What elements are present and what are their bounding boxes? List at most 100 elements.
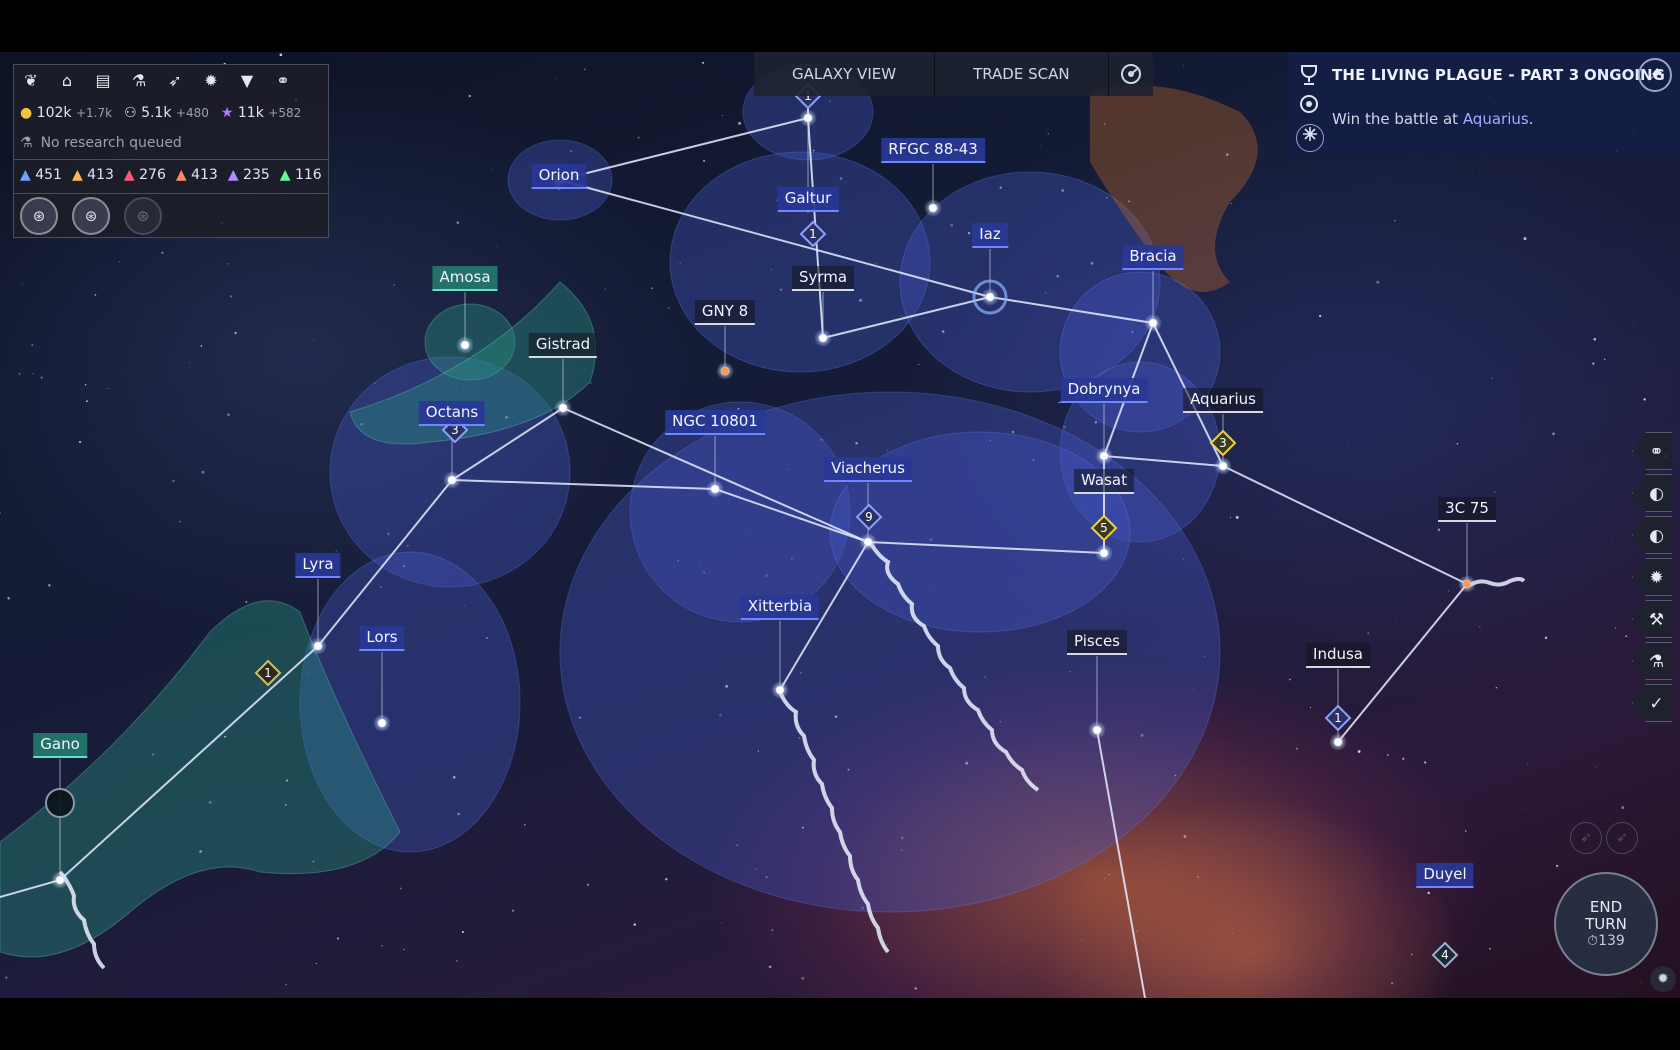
quest-title: THE LIVING PLAGUE - PART 3	[1332, 66, 1580, 84]
government-icon[interactable]: ⌂	[61, 71, 73, 90]
lane-aquarius-c75	[1222, 465, 1468, 585]
alerts-side-button[interactable]: ◐	[1632, 516, 1672, 554]
strategic-resource-1[interactable]: ▲ 451	[20, 167, 62, 183]
system-label-syrma[interactable]: Syrma	[791, 266, 855, 291]
influence-stat[interactable]: ★ 11k +582	[221, 105, 301, 121]
pin-icon	[1648, 68, 1662, 82]
dust-stat[interactable]: ● 102k +1.7k	[20, 105, 112, 121]
hero-slot-2[interactable]: ⊛	[72, 197, 110, 235]
crystal-icon: ▲	[20, 167, 31, 183]
lane-dobrynya-aquarius	[1103, 455, 1224, 467]
fleet-shortcut-left[interactable]: ➶	[1570, 822, 1602, 854]
end-turn-button[interactable]: END TURN ⏱139	[1554, 872, 1658, 976]
system-label-octans[interactable]: Octans	[418, 401, 486, 426]
system-label-orion[interactable]: Orion	[531, 164, 587, 189]
alert-icon: ◐	[1649, 526, 1664, 546]
gear-icon: ✹	[1657, 971, 1669, 987]
population-icon: ⚇	[124, 105, 137, 121]
system-label-galtur[interactable]: Galtur	[777, 187, 839, 212]
star-c75	[1462, 579, 1472, 589]
gear-icon: ✹	[1649, 568, 1664, 588]
scan-toggle-button[interactable]	[1109, 52, 1153, 96]
fleet-count-viacherus: 9	[865, 510, 873, 524]
strategic-resource-2[interactable]: ▲ 413	[72, 167, 114, 183]
flask-icon: ⚗	[20, 135, 33, 151]
population-value: 5.1k	[141, 105, 172, 121]
system-label-gano[interactable]: Gano	[33, 733, 87, 758]
hero-slot-3[interactable]: ⊛	[124, 197, 162, 235]
system-label-rfgc[interactable]: RFGC 88-43	[881, 138, 985, 163]
system-label-viacherus[interactable]: Viacherus	[824, 457, 912, 482]
star-ngc	[710, 484, 720, 494]
system-label-amosa[interactable]: Amosa	[432, 266, 498, 291]
blue-empire-territory	[299, 63, 1221, 913]
strategic-resource-value: 235	[238, 167, 270, 183]
strategic-resource-6[interactable]: ▲ 116	[280, 167, 322, 183]
fleet-shortcut-right[interactable]: ➶	[1606, 822, 1638, 854]
star-wasat	[1099, 548, 1109, 558]
system-label-aquarius[interactable]: Aquarius	[1183, 388, 1263, 413]
system-label-duyel[interactable]: Duyel	[1416, 863, 1474, 888]
outpost-marker	[45, 788, 75, 818]
quest-tracker[interactable]: THE LIVING PLAGUE - PART 3 ONGOING Win t…	[1288, 52, 1680, 156]
quests-icon[interactable]: ▼	[240, 71, 254, 90]
system-label-wasat[interactable]: Wasat	[1074, 469, 1134, 494]
system-label-indusa[interactable]: Indusa	[1306, 643, 1370, 668]
system-label-iaz[interactable]: Iaz	[972, 223, 1008, 248]
system-label-lors[interactable]: Lors	[359, 626, 405, 651]
archives-icon[interactable]: ▤	[95, 71, 111, 90]
research-icon[interactable]: ⚗	[131, 71, 147, 90]
system-label-ngc[interactable]: NGC 10801	[665, 410, 765, 435]
quest-objective: Win the battle at Aquarius.	[1332, 110, 1533, 128]
quest-objective-target[interactable]: Aquarius	[1462, 110, 1529, 128]
strategic-resource-value: 116	[290, 167, 322, 183]
empire-icon[interactable]: ❦	[24, 71, 38, 90]
strategic-resource-3[interactable]: ▲ 276	[124, 167, 166, 183]
research-status[interactable]: ⚗ No research queued	[20, 135, 182, 151]
fleet-count-duyel: 4	[1441, 948, 1449, 962]
fleet-count-galtur: 1	[809, 227, 817, 241]
fleet-marker-duyel	[1431, 941, 1459, 969]
hero-slot-1[interactable]: ⊛	[20, 197, 58, 235]
system-label-gny8[interactable]: GNY 8	[694, 300, 756, 325]
system-label-lyra[interactable]: Lyra	[295, 553, 341, 578]
divider	[14, 193, 328, 194]
strategic-resource-5[interactable]: ▲ 235	[228, 167, 270, 183]
system-label-c75[interactable]: 3C 75	[1438, 497, 1496, 522]
empire-resource-panel: ❦ ⌂ ▤ ⚗ ➶ ✹ ▼ ⚭ ● 102k +1.7k ⚇ 5.1k +480…	[13, 64, 329, 238]
system-label-dobrynya[interactable]: Dobrynya	[1060, 378, 1148, 403]
lane-octans-lyra	[317, 479, 453, 647]
system-label-pisces[interactable]: Pisces	[1067, 630, 1127, 655]
population-stat[interactable]: ⚇ 5.1k +480	[124, 105, 209, 121]
settings-button[interactable]: ✹	[1650, 966, 1676, 992]
research-status-text: No research queued	[40, 135, 182, 151]
tab-trade-scan[interactable]: TRADE SCAN	[935, 52, 1109, 96]
star-viacherus	[863, 537, 873, 547]
military-icon[interactable]: ➶	[168, 71, 182, 90]
lane-orion-galtur	[558, 117, 809, 181]
influence-icon: ★	[220, 105, 234, 121]
arc-icon: ▲	[123, 167, 135, 183]
green-empire-territory	[0, 281, 597, 958]
system-label-gistrad[interactable]: Gistrad	[528, 333, 598, 358]
alert-icon: ◐	[1649, 484, 1664, 504]
selected-system-ring	[972, 279, 1008, 315]
end-turn-label-2: TURN	[1585, 914, 1627, 933]
turn-counter: ⏱139	[1587, 932, 1625, 949]
lane-pisces-duyel	[1096, 729, 1146, 998]
system-label-xitterbia[interactable]: Xitterbia	[740, 595, 820, 620]
lane-orion-iaz	[558, 179, 991, 298]
industry-icon[interactable]: ✹	[204, 71, 218, 90]
tab-galaxy-view[interactable]: GALAXY VIEW	[754, 52, 936, 96]
lane-viacherus-wasat	[867, 541, 1105, 554]
ship-icon: ➶	[1580, 830, 1592, 846]
strategic-resource-4[interactable]: ▲ 413	[176, 167, 218, 183]
end-turn-label-1: END	[1589, 897, 1623, 916]
wormhole-lanes	[58, 540, 1526, 970]
pin-quest-button[interactable]	[1638, 58, 1672, 92]
system-label-bracia[interactable]: Bracia	[1122, 245, 1184, 270]
trophy-icon	[1298, 64, 1320, 86]
diplomacy-icon[interactable]: ⚭	[276, 71, 290, 90]
main-menu-icons: ❦ ⌂ ▤ ⚗ ➶ ✹ ▼ ⚭	[20, 71, 294, 90]
